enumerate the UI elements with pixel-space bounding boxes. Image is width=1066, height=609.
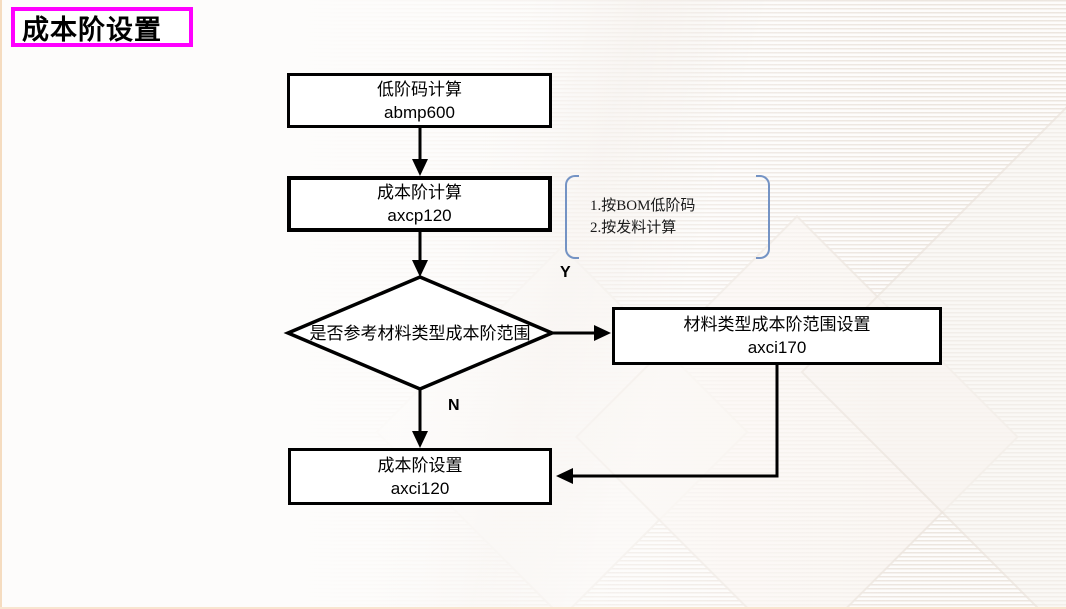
decision-label: 是否参考材料类型成本阶范围: [309, 323, 531, 343]
note-text: 1.按BOM低阶码 2.按发料计算: [565, 175, 770, 259]
node-program-code: axci120: [390, 478, 450, 498]
connector-decision-to-box4: [412, 389, 428, 448]
connector-box2-to-decision: [412, 232, 428, 277]
slide-left-edge-line: [0, 0, 2, 609]
arrowhead-down-icon: [412, 431, 428, 448]
slide-title: 成本阶设置: [22, 14, 162, 45]
arrowhead-left-icon: [556, 468, 573, 484]
connector-box3-to-box4: [556, 365, 779, 484]
node-program-code: axcp120: [387, 206, 452, 225]
left-bracket-icon: [565, 175, 579, 259]
node-program-code: axci170: [747, 338, 807, 357]
slide-bottom-edge-line: [0, 607, 1066, 609]
node-label: 材料类型成本阶范围设置: [683, 315, 871, 334]
node-label: 成本阶设置: [377, 455, 463, 475]
right-bracket-icon: [756, 175, 770, 259]
node-label: 成本阶计算: [377, 183, 462, 202]
node-material-type-range-setting: 材料类型成本阶范围设置 axci170: [612, 307, 942, 365]
arrowhead-down-icon: [412, 260, 428, 277]
arrowhead-down-icon: [412, 159, 428, 176]
note-line: 1.按BOM低阶码: [590, 198, 696, 214]
note-callout: 1.按BOM低阶码 2.按发料计算: [565, 175, 770, 259]
node-program-code: abmp600: [384, 102, 455, 122]
node-label: 低阶码计算: [377, 79, 462, 99]
connector-box1-to-box2: [412, 128, 428, 176]
note-line: 2.按发料计算: [590, 220, 677, 236]
node-cost-level-setting: 成本阶设置 axci120: [288, 448, 552, 505]
node-low-level-code-calc: 低阶码计算 abmp600: [287, 73, 552, 128]
connector-decision-to-box3: [552, 325, 611, 341]
slide-title-box: 成本阶设置: [11, 7, 193, 47]
arrowhead-right-icon: [594, 325, 611, 341]
node-cost-level-calc: 成本阶计算 axcp120: [287, 176, 552, 232]
branch-label-yes: Y: [560, 264, 571, 281]
branch-label-no: N: [448, 397, 460, 414]
